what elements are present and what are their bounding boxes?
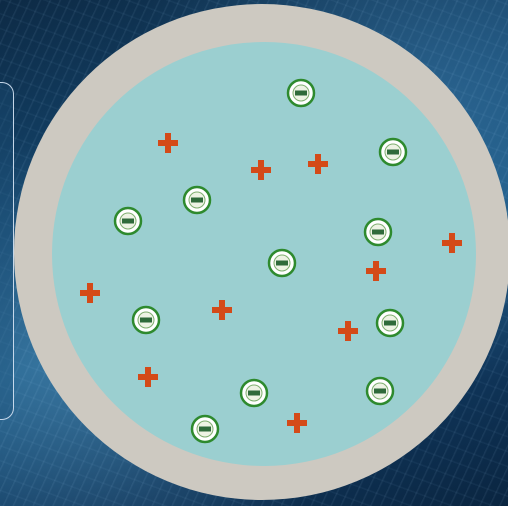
negative-charge (377, 310, 403, 336)
negative-charge (133, 307, 159, 333)
negative-charge (367, 378, 393, 404)
negative-charge (115, 208, 141, 234)
negative-charge (184, 187, 210, 213)
negative-charge (269, 250, 295, 276)
negative-charge (365, 219, 391, 245)
negative-charge (380, 139, 406, 165)
negative-charge (192, 416, 218, 442)
negative-charge (288, 80, 314, 106)
negative-charge (241, 380, 267, 406)
